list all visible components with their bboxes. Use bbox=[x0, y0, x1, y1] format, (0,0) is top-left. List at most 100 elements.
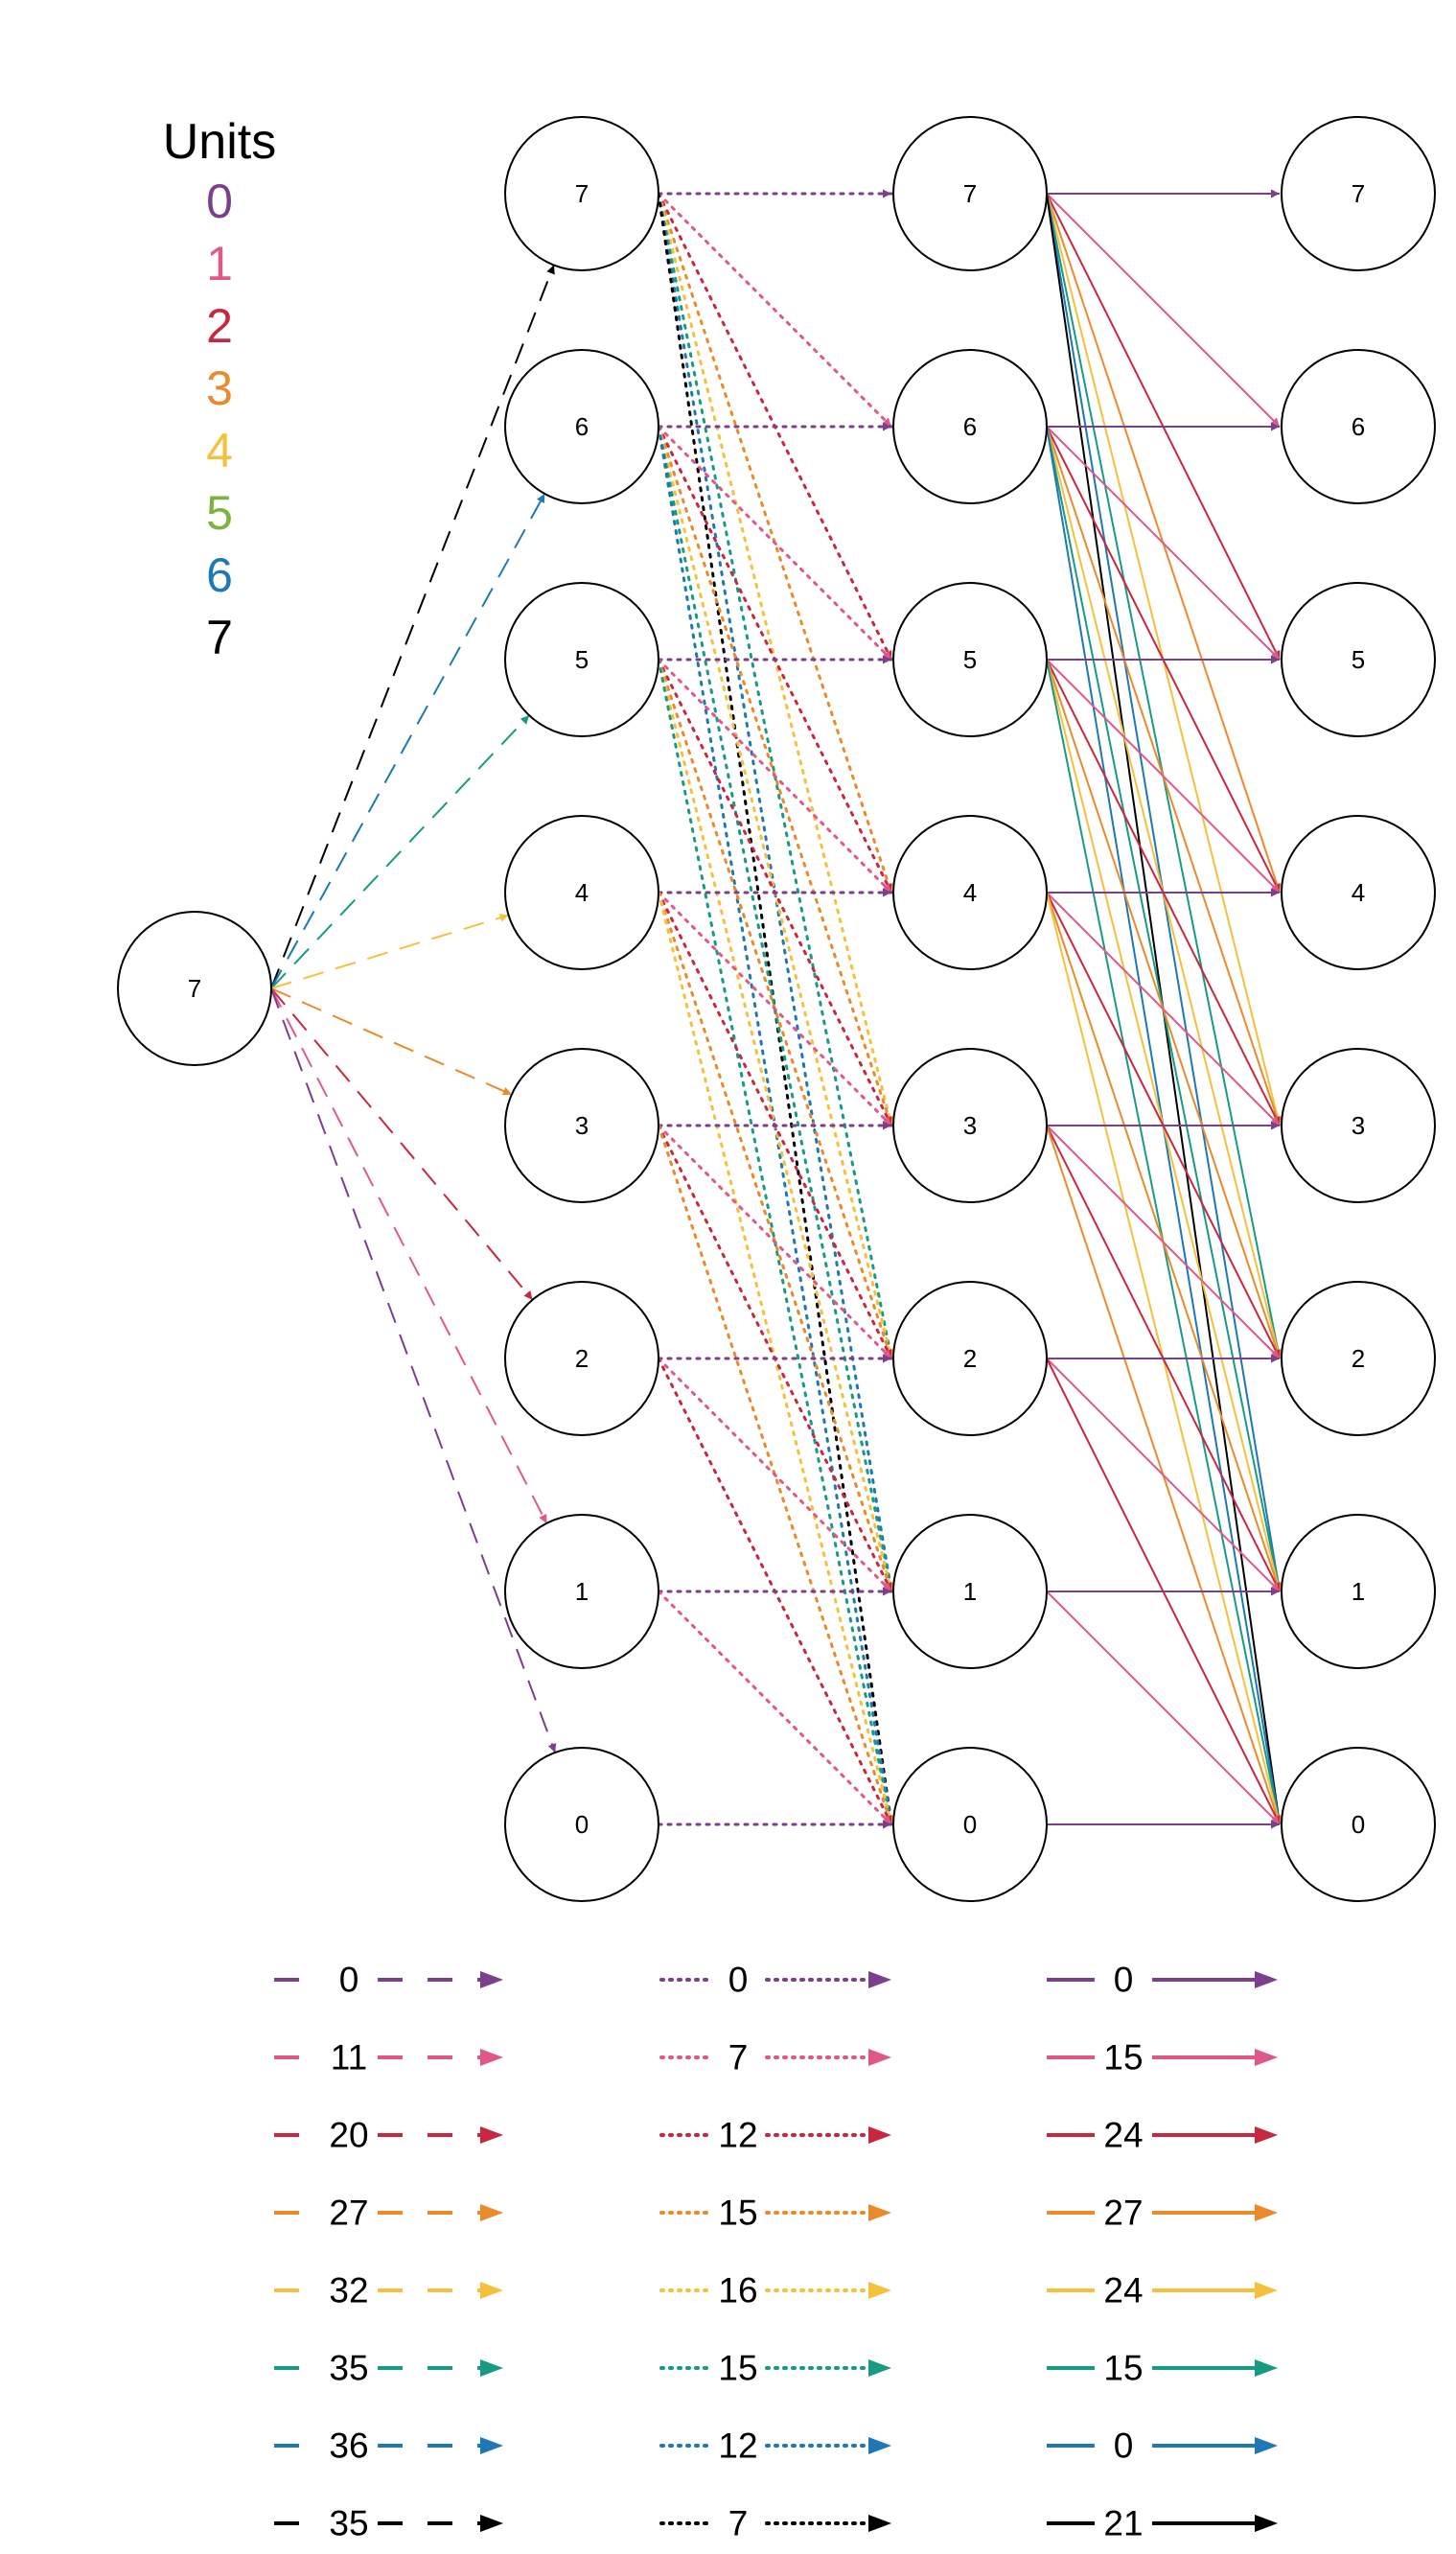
cost-key-dashed-arrowhead-4 bbox=[480, 2282, 503, 2299]
cost-key-solid-label-2: 24 bbox=[1103, 2116, 1143, 2155]
cost-key-dashed-arrowhead-6 bbox=[480, 2437, 503, 2454]
cost-key-dashed-label-3: 27 bbox=[329, 2194, 368, 2233]
node-stage1-4-label: 4 bbox=[575, 878, 589, 907]
cost-key-dotted-label-2: 12 bbox=[718, 2116, 757, 2155]
node-stage1-6-circle bbox=[504, 349, 659, 504]
node-stage3-3-circle bbox=[1281, 1048, 1436, 1203]
cost-key-solid-label-4: 24 bbox=[1103, 2271, 1143, 2310]
node-stage1-7-circle bbox=[504, 116, 659, 271]
node-stage2-4-circle bbox=[892, 815, 1048, 970]
node-stage3-5-label: 5 bbox=[1352, 645, 1365, 674]
node-stage2-0-circle bbox=[892, 1747, 1048, 1902]
edge-start-to-s1-2 bbox=[270, 987, 534, 1301]
node-stage1-3: 3 bbox=[504, 1048, 659, 1203]
cost-key-dashed-label-0: 0 bbox=[339, 1961, 359, 2000]
node-stage3-6-label: 6 bbox=[1352, 412, 1365, 441]
cost-key-solid-arrowhead-3 bbox=[1255, 2204, 1278, 2221]
edge-start-to-s1-4 bbox=[270, 913, 509, 989]
node-stage2-6-circle bbox=[892, 349, 1048, 504]
cost-key-solid-label-7: 21 bbox=[1103, 2504, 1143, 2543]
edge-solid-4-to-3 bbox=[1046, 892, 1281, 1126]
node-stage3-6: 6 bbox=[1281, 349, 1436, 504]
cost-key-solid-arrowhead-5 bbox=[1255, 2359, 1278, 2377]
node-stage3-2: 2 bbox=[1281, 1281, 1436, 1436]
edge-start-to-s1-0 bbox=[270, 987, 557, 1753]
legend-unit-5: 5 bbox=[206, 486, 233, 540]
edge-dotted-6-to-5 bbox=[657, 425, 893, 662]
node-start-circle bbox=[117, 911, 272, 1066]
legend-unit-4: 4 bbox=[206, 424, 233, 477]
legend-unit-3: 3 bbox=[206, 361, 233, 415]
cost-key-dotted-arrowhead-3 bbox=[868, 2204, 891, 2221]
node-start-label: 7 bbox=[188, 974, 201, 1003]
node-stage3-1-label: 1 bbox=[1352, 1577, 1365, 1606]
cost-key-solid-arrowhead-7 bbox=[1255, 2515, 1278, 2532]
node-stage1-1-label: 1 bbox=[575, 1577, 589, 1606]
node-stage3-4-circle bbox=[1281, 815, 1436, 970]
edge-solid-7-to-6 bbox=[1046, 193, 1281, 428]
node-stage1-2: 2 bbox=[504, 1281, 659, 1436]
cost-key-dotted-arrowhead-0 bbox=[868, 1971, 891, 1988]
cost-key-dashed-arrowhead-0 bbox=[480, 1971, 503, 1988]
legend-unit-0: 0 bbox=[206, 174, 233, 228]
cost-key-solid-label-6: 0 bbox=[1114, 2426, 1134, 2466]
node-stage1-3-label: 3 bbox=[575, 1111, 589, 1140]
cost-key-dashed-label-5: 35 bbox=[329, 2349, 368, 2388]
node-stage3-5-circle bbox=[1281, 582, 1436, 737]
cost-key-solid-label-1: 15 bbox=[1103, 2038, 1143, 2078]
node-stage2-3-label: 3 bbox=[963, 1111, 977, 1140]
node-stage2-0-label: 0 bbox=[963, 1810, 977, 1839]
cost-key-dotted-arrowhead-6 bbox=[868, 2437, 891, 2454]
node-start: 7 bbox=[117, 911, 272, 1066]
node-stage2-7-label: 7 bbox=[963, 179, 977, 208]
node-stage3-7-label: 7 bbox=[1352, 179, 1365, 208]
node-stage1-5-label: 5 bbox=[575, 645, 589, 674]
edge-solid-1-to-0 bbox=[1046, 1590, 1281, 1825]
node-stage2-1: 1 bbox=[892, 1514, 1048, 1669]
edge-solid-2-to-1 bbox=[1046, 1358, 1281, 1592]
edge-dotted-4-to-3 bbox=[657, 891, 893, 1127]
node-stage3-0-circle bbox=[1281, 1747, 1436, 1902]
node-stage1-6-label: 6 bbox=[575, 412, 589, 441]
cost-key-dotted-arrowhead-2 bbox=[868, 2126, 891, 2144]
node-stage2-5-circle bbox=[892, 582, 1048, 737]
cost-key-dashed-label-2: 20 bbox=[329, 2116, 368, 2155]
edge-start-to-s1-5 bbox=[270, 714, 530, 989]
node-stage1-2-circle bbox=[504, 1281, 659, 1436]
node-stage3-1-circle bbox=[1281, 1514, 1436, 1669]
node-stage3-1: 1 bbox=[1281, 1514, 1436, 1669]
edge-dotted-5-to-4 bbox=[657, 658, 893, 894]
legend-unit-7: 7 bbox=[206, 611, 233, 664]
node-stage1-4-circle bbox=[504, 815, 659, 970]
cost-key-dotted-label-3: 15 bbox=[718, 2194, 757, 2233]
legend-unit-6: 6 bbox=[206, 548, 233, 602]
cost-key-dotted-label-5: 15 bbox=[718, 2349, 757, 2388]
cost-key-dotted-arrowhead-7 bbox=[868, 2515, 891, 2532]
cost-key-dotted-arrowhead-1 bbox=[868, 2049, 891, 2066]
cost-key-solid-arrowhead-6 bbox=[1255, 2437, 1278, 2454]
node-stage2-0: 0 bbox=[892, 1747, 1048, 1902]
cost-key-dashed-label-4: 32 bbox=[329, 2271, 368, 2310]
cost-key-dotted-label-1: 7 bbox=[728, 2038, 749, 2078]
edge-dotted-1-to-0 bbox=[657, 1590, 893, 1826]
edge-start-to-s1-1 bbox=[270, 987, 548, 1524]
cost-key-dashed-label-1: 11 bbox=[331, 2038, 367, 2078]
node-stage2-6-label: 6 bbox=[963, 412, 977, 441]
cost-key-dotted-label-6: 12 bbox=[718, 2426, 757, 2466]
edge-start-to-s1-3 bbox=[270, 987, 513, 1096]
node-stage2-1-circle bbox=[892, 1514, 1048, 1669]
cost-key-dashed-arrowhead-7 bbox=[480, 2515, 503, 2532]
cost-key-lines bbox=[274, 1971, 1278, 2532]
node-stage1-7: 7 bbox=[504, 116, 659, 271]
node-stage3-2-circle bbox=[1281, 1281, 1436, 1436]
node-stage1-1-circle bbox=[504, 1514, 659, 1669]
node-stage3-3: 3 bbox=[1281, 1048, 1436, 1203]
node-stage1-7-label: 7 bbox=[575, 179, 589, 208]
node-stage2-3-circle bbox=[892, 1048, 1048, 1203]
node-stage2-5-label: 5 bbox=[963, 645, 977, 674]
cost-key-dotted-arrowhead-4 bbox=[868, 2282, 891, 2299]
node-stage3-0-label: 0 bbox=[1352, 1810, 1365, 1839]
cost-key-solid-label-5: 15 bbox=[1103, 2349, 1143, 2388]
